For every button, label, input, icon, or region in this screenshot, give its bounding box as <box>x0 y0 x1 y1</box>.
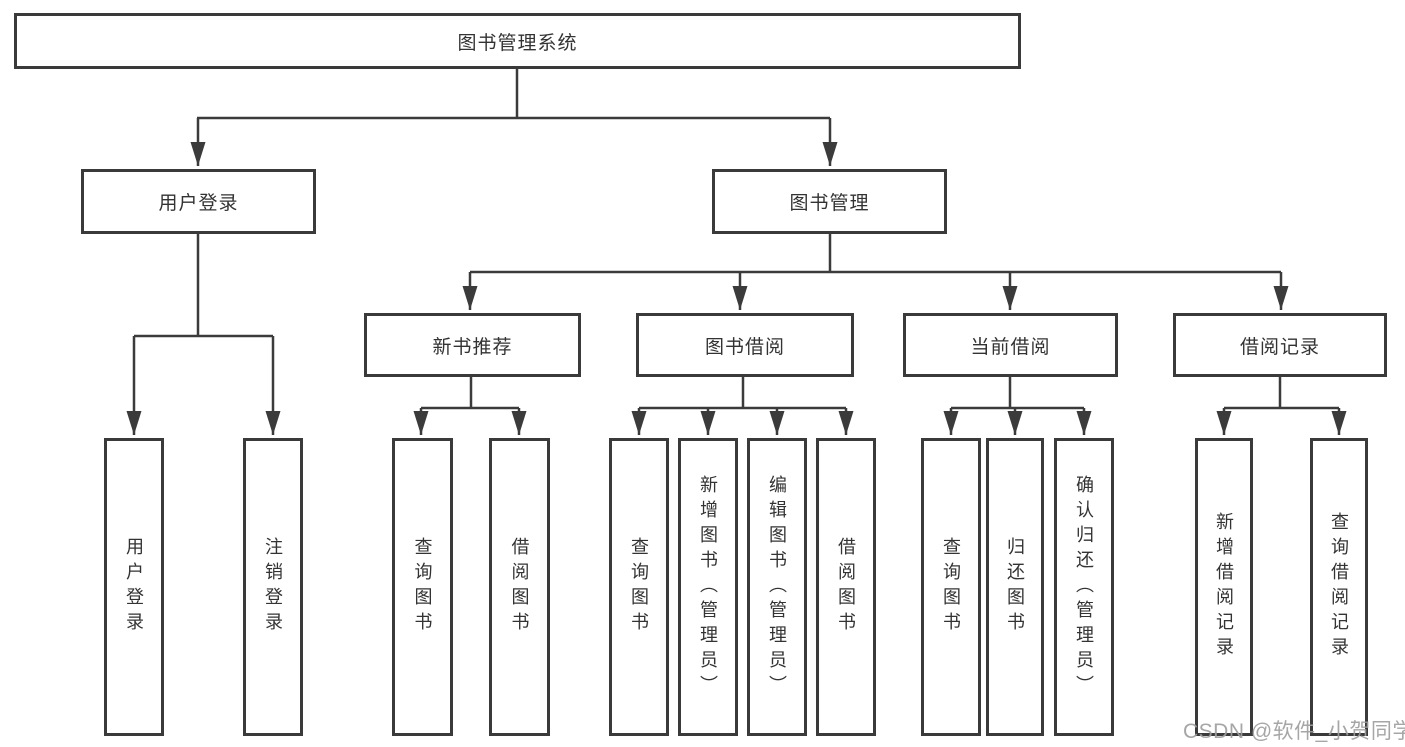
leaf-label: 查询图书 <box>941 537 961 637</box>
connector-line <box>951 377 1084 410</box>
connector-line <box>639 377 846 410</box>
node-label: 图书管理 <box>789 193 870 214</box>
leaf-label: 新增图书（管理员） <box>698 474 718 700</box>
leaf-query-books-borrowing: 查询图书 <box>609 438 669 736</box>
connector-line <box>1224 377 1339 410</box>
leaf-user-login: 用户登录 <box>104 438 164 736</box>
node-label: 借阅记录 <box>1239 336 1320 358</box>
node-label: 图书借阅 <box>704 336 785 358</box>
leaf-label: 归还图书 <box>1005 537 1025 637</box>
leaf-borrow-books: 借阅图书 <box>816 438 876 736</box>
leaf-label: 查询图书 <box>412 537 433 637</box>
node-label: 新书推荐 <box>432 336 513 358</box>
node-book-management-branch: 图书管理 <box>712 169 947 234</box>
watermark: CSDN @软件_小贺同学 <box>1183 720 1405 743</box>
leaf-label: 新增借阅记录 <box>1214 512 1234 662</box>
leaf-label: 用户登录 <box>124 537 144 637</box>
connector-line <box>134 234 273 338</box>
leaf-add-books-admin: 新增图书（管理员） <box>678 438 738 736</box>
leaf-label: 确认归还（管理员） <box>1074 474 1094 700</box>
node-user-login-branch: 用户登录 <box>81 169 316 234</box>
node-label: 用户登录 <box>158 193 239 214</box>
leaf-label: 查询借阅记录 <box>1329 512 1349 662</box>
leaf-borrow-books-recommend: 借阅图书 <box>489 438 550 736</box>
leaf-query-books-current: 查询图书 <box>921 438 981 736</box>
leaf-query-borrow-record: 查询借阅记录 <box>1310 438 1368 736</box>
connector-line <box>421 377 519 410</box>
node-new-book-recommendation: 新书推荐 <box>364 313 581 377</box>
leaf-label: 查询图书 <box>629 537 649 637</box>
leaf-confirm-return-admin: 确认归还（管理员） <box>1054 438 1114 736</box>
node-label: 图书管理系统 <box>457 32 578 54</box>
leaf-label: 借阅图书 <box>509 537 530 637</box>
leaf-logout: 注销登录 <box>243 438 303 736</box>
connector-line <box>470 234 1281 274</box>
node-library-management-system: 图书管理系统 <box>14 13 1021 69</box>
leaf-add-borrow-record: 新增借阅记录 <box>1195 438 1253 736</box>
leaf-label: 注销登录 <box>263 537 283 637</box>
node-book-borrowing: 图书借阅 <box>636 313 854 377</box>
leaf-edit-books-admin: 编辑图书（管理员） <box>747 438 807 736</box>
leaf-label: 编辑图书（管理员） <box>767 474 787 700</box>
leaf-return-books: 归还图书 <box>986 438 1044 736</box>
node-label: 当前借阅 <box>970 336 1051 358</box>
node-borrowing-records: 借阅记录 <box>1173 313 1387 377</box>
leaf-label: 借阅图书 <box>836 537 856 637</box>
leaf-query-books-recommend: 查询图书 <box>392 438 453 736</box>
connector-arrows <box>126 118 1347 435</box>
connector-line <box>197 69 830 120</box>
node-current-borrowing: 当前借阅 <box>903 313 1118 377</box>
